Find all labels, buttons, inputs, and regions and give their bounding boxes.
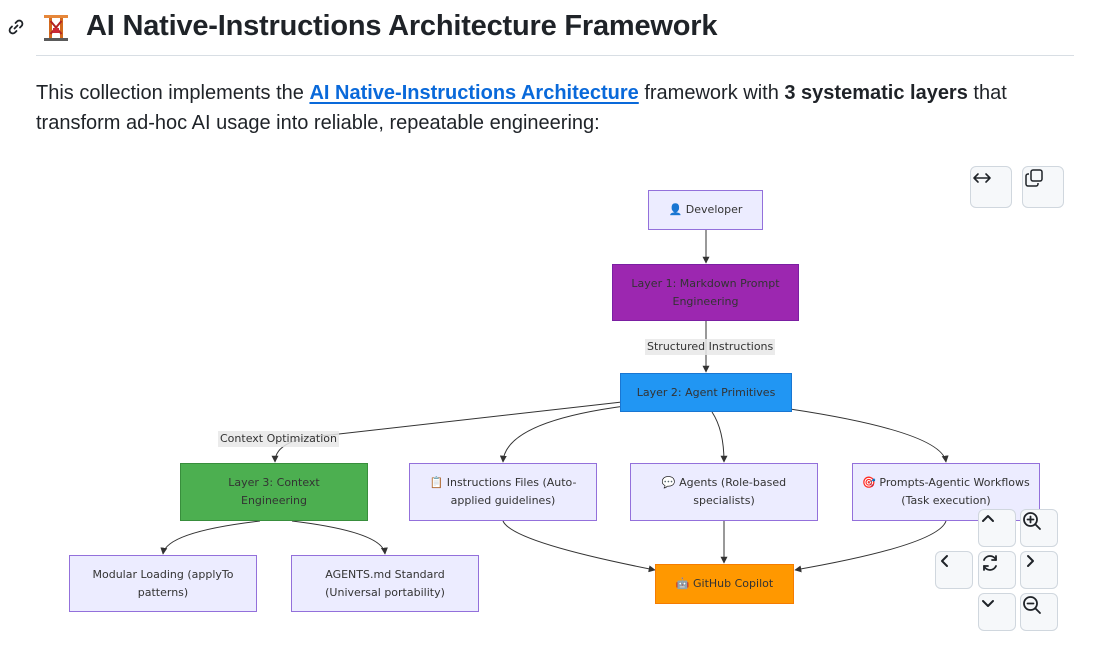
edge-instructions-copilot	[502, 520, 656, 573]
edge-layer2-agents	[711, 411, 728, 463]
node-layer1: Layer 1: Markdown Prompt Engineering	[612, 264, 799, 321]
zoom-out-button[interactable]	[1020, 593, 1058, 631]
pan-up-button[interactable]	[978, 509, 1016, 547]
node-agentsmd: AGENTS.md Standard (Universal portabilit…	[291, 555, 479, 612]
node-prompts: 🎯 Prompts-Agentic Workflows (Task execut…	[852, 463, 1040, 521]
reset-view-button[interactable]	[978, 551, 1016, 589]
architecture-diagram: 👤 Developer Layer 1: Markdown Prompt Eng…	[0, 150, 1103, 651]
node-developer: 👤 Developer	[648, 190, 763, 230]
chevron-up-icon	[982, 515, 994, 522]
chevron-left-icon	[941, 555, 948, 567]
section-heading: AI Native-Instructions Architecture Fram…	[0, 0, 1103, 56]
intro-text: that transform ad-hoc AI usage into reli…	[36, 82, 1007, 134]
zoom-out-icon	[1023, 596, 1041, 614]
reset-icon	[983, 555, 997, 571]
node-modular: Modular Loading (applyTo patterns)	[69, 555, 257, 612]
edge-layer2-instructions	[499, 405, 626, 463]
node-agents: 💬 Agents (Role-based specialists)	[630, 463, 818, 521]
zoom-in-icon	[1023, 512, 1041, 530]
pan-right-button[interactable]	[1020, 551, 1058, 589]
copy-icon	[1025, 169, 1043, 187]
edge-label-context: Context Optimization	[218, 431, 339, 447]
expand-horizontal-icon	[973, 173, 991, 183]
copy-button[interactable]	[1022, 166, 1064, 208]
node-layer3: Layer 3: Context Engineering	[180, 463, 368, 521]
edge-layer3-agentsmd	[291, 520, 388, 555]
construction-crane-icon	[40, 12, 72, 44]
page-title: AI Native-Instructions Architecture Fram…	[86, 10, 718, 42]
edge-prompts-copilot	[794, 520, 947, 573]
chevron-down-icon	[982, 600, 994, 607]
intro-text: framework with	[638, 82, 785, 104]
edge-label-structured: Structured Instructions	[645, 339, 776, 355]
intro-text: This collection implements the	[36, 82, 310, 104]
heading-divider	[36, 55, 1074, 56]
node-copilot: 🤖 GitHub Copilot	[655, 564, 794, 604]
pan-left-button[interactable]	[935, 551, 973, 589]
expand-button[interactable]	[970, 166, 1012, 208]
edge-layer3-modular	[160, 520, 261, 555]
zoom-in-button[interactable]	[1020, 509, 1058, 547]
link-icon[interactable]	[6, 17, 26, 37]
node-instructions: 📋 Instructions Files (Auto-applied guide…	[409, 463, 597, 521]
pan-down-button[interactable]	[978, 593, 1016, 631]
intro-bold: 3 systematic layers	[784, 82, 968, 104]
chevron-right-icon	[1027, 555, 1034, 567]
architecture-link[interactable]: AI Native-Instructions Architecture	[309, 82, 639, 104]
intro-paragraph: This collection implements the AI Native…	[36, 78, 1076, 138]
edge-layer2-prompts	[789, 408, 949, 463]
node-layer2: Layer 2: Agent Primitives	[620, 373, 792, 412]
